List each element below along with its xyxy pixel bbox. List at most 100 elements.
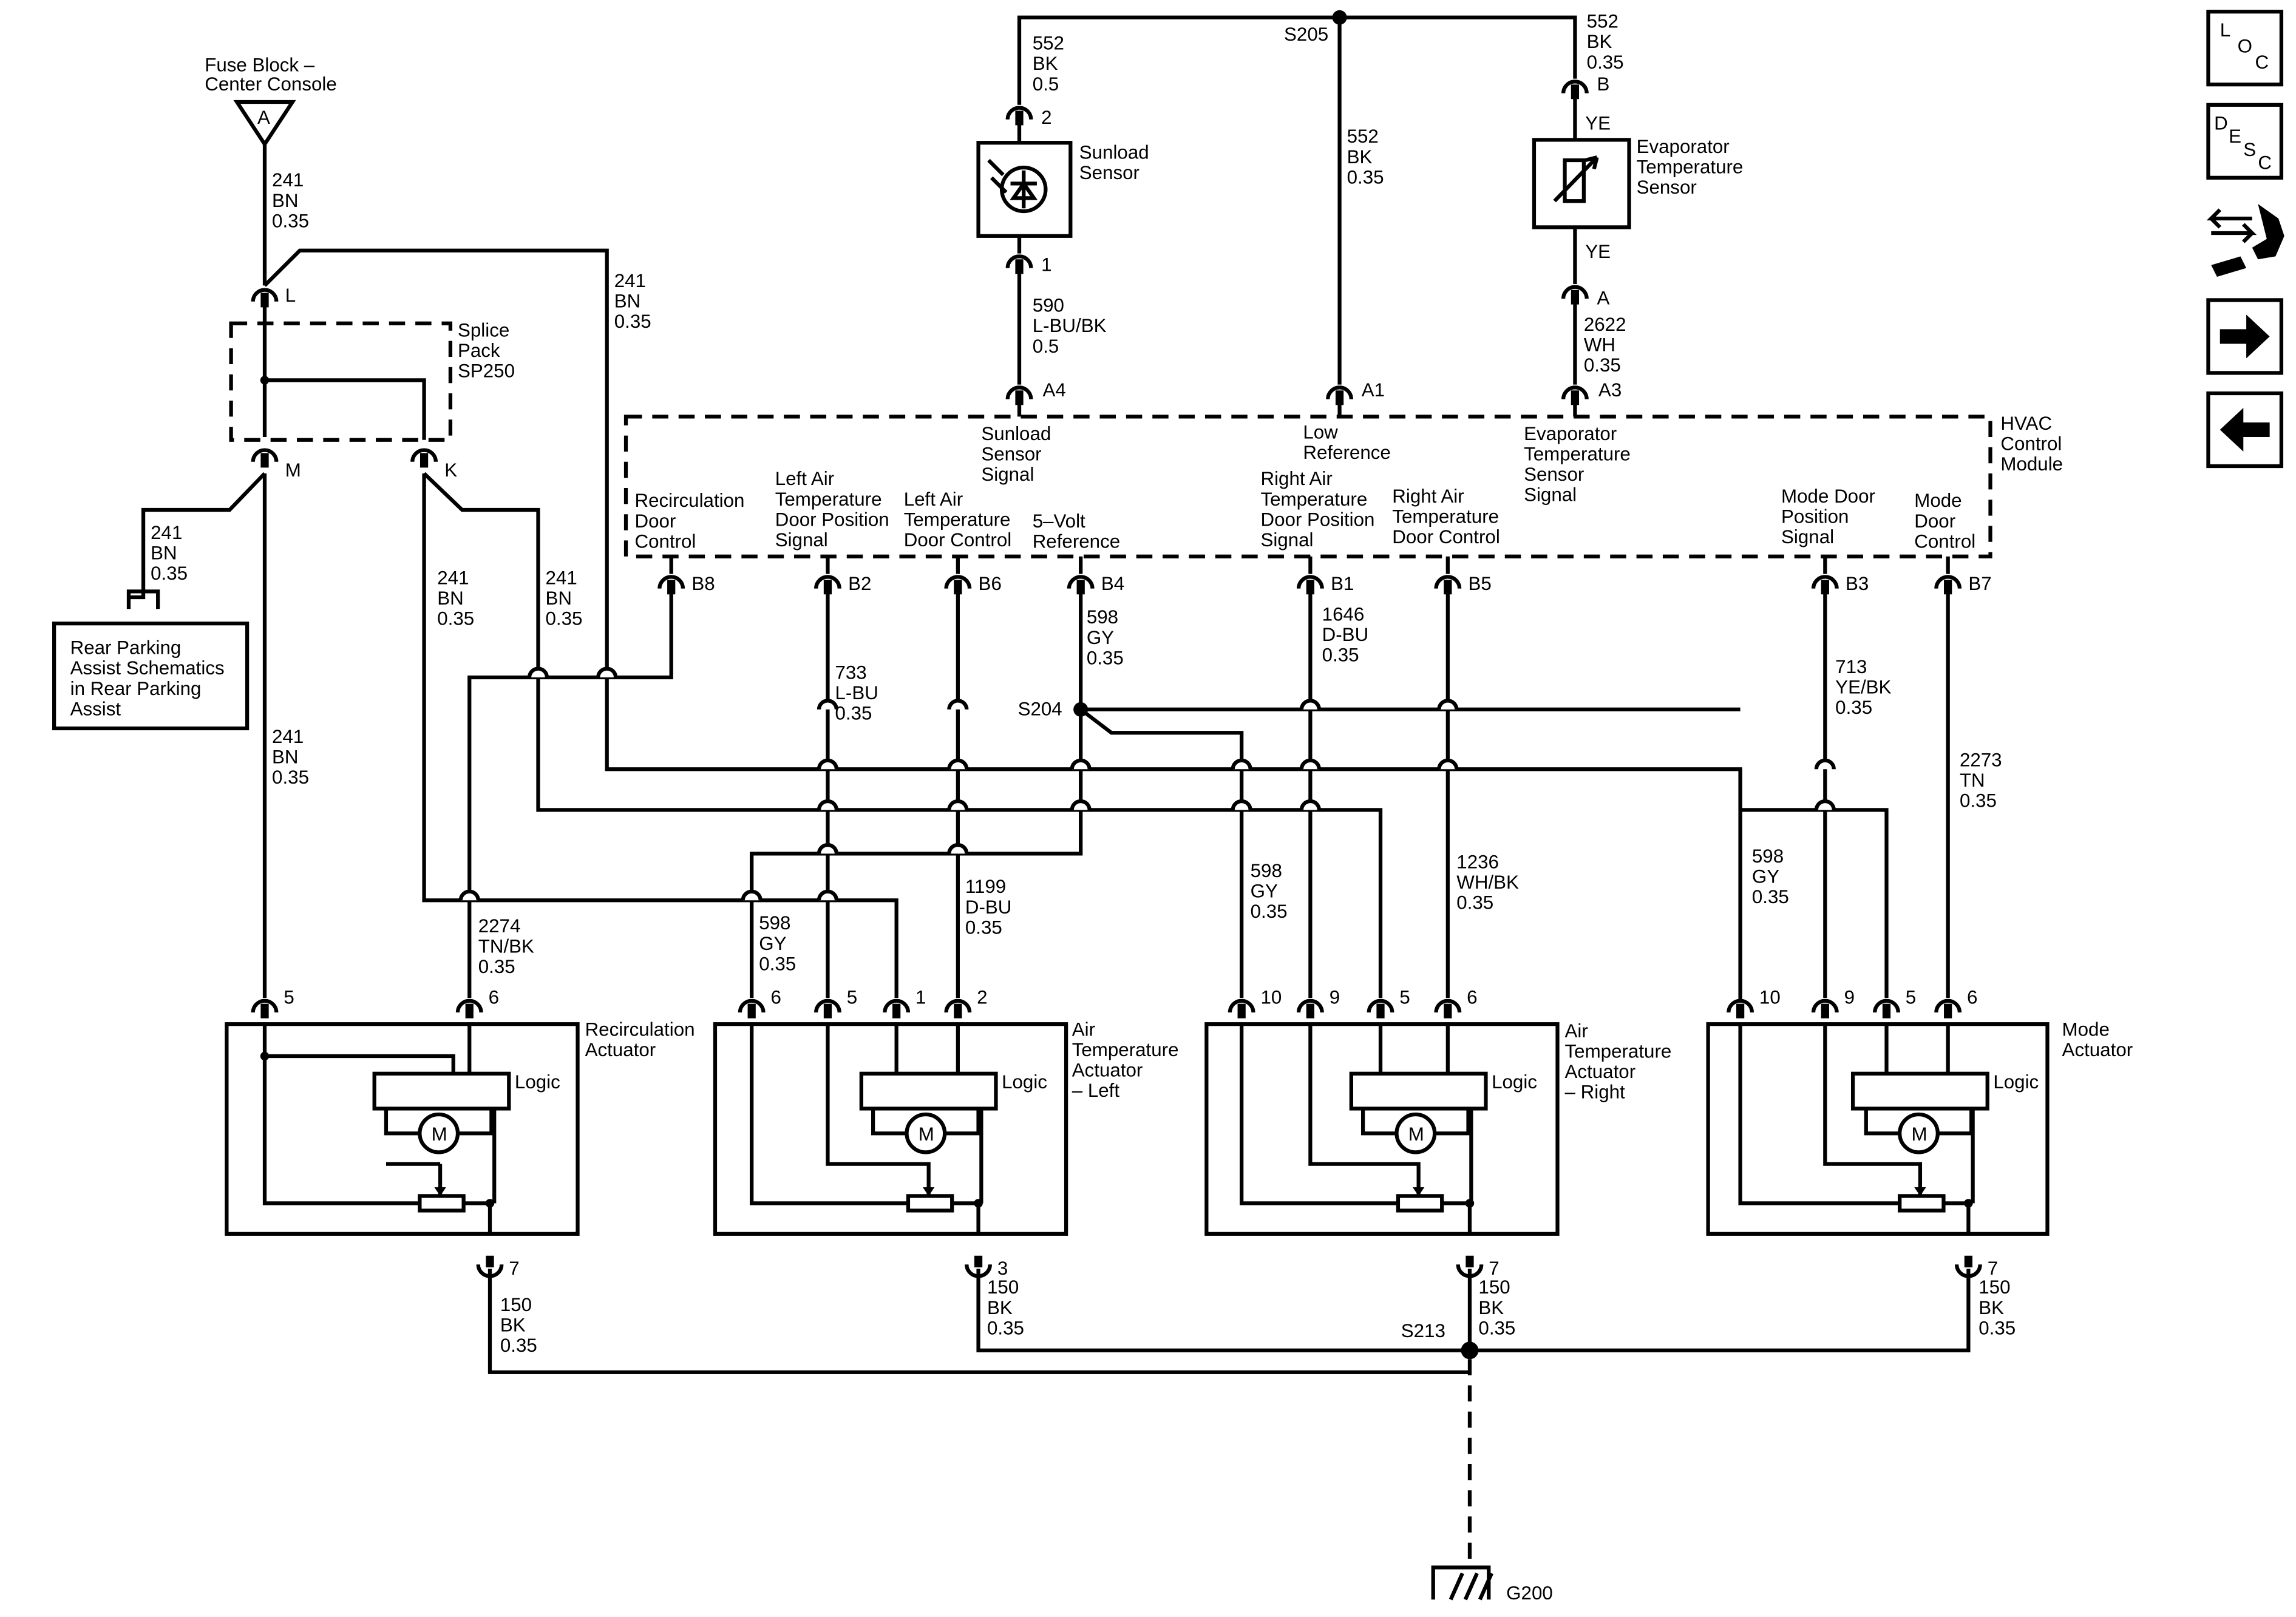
connector-tool-icon[interactable] (2206, 204, 2284, 277)
b6-label-1: Left Air (904, 489, 963, 510)
desc-letter-s: S (2243, 139, 2256, 160)
b3-label-3: Signal (1781, 526, 1834, 547)
rear-parking-box (52, 622, 250, 731)
connector-cap-24 (1228, 998, 1255, 1013)
loc-button[interactable]: L O C (2206, 10, 2284, 87)
actuator-0-pin-1: 6 (489, 987, 499, 1008)
hvac-control-module-box (623, 415, 1992, 558)
hvac-pin-a4: A4 (1043, 379, 1066, 401)
ground-conn-cap-2 (1456, 1264, 1484, 1278)
connector-k-label: K (444, 459, 457, 481)
wire-241-k-to-right-a (423, 472, 1383, 998)
wire-733-color: L-BU (835, 682, 878, 703)
connector-tool-button[interactable] (2206, 204, 2284, 277)
loc-letter-o: O (2238, 35, 2252, 56)
wire-598d-num: 598 (1752, 846, 1784, 867)
wiper-arrow-2 (1413, 1187, 1425, 1196)
internal-feed-wire-0 (265, 1054, 455, 1074)
loc-icon[interactable] (2206, 10, 2284, 87)
internal-ground-wire-2 (1442, 1108, 1473, 1234)
wire-2622-size: 0.35 (1584, 354, 1621, 376)
wire-2273-color: TN (1960, 770, 1985, 791)
wire-1199-color: D-BU (965, 897, 1012, 918)
wire-552-top (1017, 15, 1577, 105)
rear-parking-line-4[interactable]: Assist (70, 698, 121, 719)
left-arrow-glyph (2220, 408, 2270, 452)
evap-thermistor-arrow (1553, 155, 1599, 203)
wiper-arrow-0 (434, 1187, 446, 1196)
a4-label-2: Sensor (981, 443, 1041, 464)
previous-page-button[interactable] (2206, 391, 2284, 469)
actuator-2-pin-2: 5 (1399, 987, 1410, 1008)
splice-pack-bus (265, 378, 426, 440)
previous-arrow-icon[interactable] (2206, 391, 2284, 469)
fuse-block-symbol (233, 100, 296, 148)
wire-590-size: 0.5 (1033, 336, 1059, 357)
ground-g200-label: G200 (1506, 1582, 1553, 1604)
hvac-pin-b3: B3 (1846, 573, 1869, 594)
ground-wire-1-color: BK (500, 1315, 526, 1336)
evap-sensor-box (1532, 138, 1631, 229)
wire-590-color: L-BU/BK (1033, 315, 1107, 336)
right-actuator-title-2: Temperature (1565, 1040, 1672, 1062)
actuator-3-pin-1: 9 (1844, 987, 1855, 1008)
actuator-box-0 (225, 1022, 580, 1236)
rear-parking-line-1[interactable]: Rear Parking (70, 637, 182, 659)
internal-ref-wire-0 (262, 1024, 420, 1205)
connector-m-label: M (285, 459, 301, 481)
b1-label-2: Temperature (1260, 489, 1367, 510)
wire-2622-color: WH (1584, 334, 1615, 355)
b6-label-2: Temperature (904, 509, 1011, 530)
connector-glyphs (251, 80, 1982, 1278)
splice-s213 (1461, 1341, 1479, 1360)
actuator-1-pin-0: 6 (770, 987, 781, 1008)
motor-leads-1 (871, 1108, 980, 1136)
hvac-pin-a1: A1 (1362, 379, 1385, 401)
splice-pack-sp250 (229, 321, 453, 442)
wire-241d-num: 241 (437, 567, 469, 588)
desc-icon[interactable] (2206, 103, 2284, 180)
actuator-2-pin-0: 10 (1260, 987, 1282, 1008)
rear-parking-line-2[interactable]: Assist Schematics (70, 657, 225, 679)
ground-wire-4-num: 150 (1978, 1276, 2010, 1298)
b7-label-2: Door (1914, 510, 1955, 532)
evap-title-2: Temperature (1637, 157, 1744, 178)
ground-wire-recirc (487, 1269, 1470, 1374)
next-page-button[interactable] (2206, 298, 2284, 375)
desc-button[interactable]: D E S C (2206, 103, 2284, 180)
b8-label-1: Recirculation (634, 490, 744, 511)
wire-713-num: 713 (1835, 656, 1867, 677)
connector-cap-17 (1934, 575, 1962, 589)
sunload-sensor-box (976, 141, 1073, 238)
connector-cap-14 (1296, 575, 1324, 589)
right-actuator-title-3: Actuator (1565, 1061, 1636, 1082)
loc-letter-c: C (2255, 52, 2269, 73)
connector-cap-13 (1067, 575, 1095, 589)
internal-pos-wire-2 (1308, 1024, 1421, 1196)
actuator-logic-box-1 (859, 1071, 998, 1111)
actuator-1-pin-1: 5 (847, 987, 857, 1008)
ground-wire-4-color: BK (1978, 1297, 2004, 1318)
wire-241e-color: BN (546, 588, 572, 609)
rear-parking-line-3[interactable]: in Rear Parking (70, 678, 202, 699)
motor-leads-2 (1360, 1108, 1470, 1136)
ground-conn-cap-1 (965, 1264, 992, 1278)
evap-wire-ye-bottom: YE (1585, 241, 1611, 262)
evap-thermistor (1563, 158, 1586, 203)
a3-label-4: Signal (1524, 484, 1577, 506)
b1-label-1: Right Air (1260, 468, 1332, 489)
splice-pack-label-2: Pack (458, 340, 500, 361)
wire-1199-num: 1199 (965, 876, 1006, 897)
actuator-0-pin-0: 5 (284, 987, 294, 1008)
splice-pack-label-1: Splice (458, 319, 509, 341)
next-arrow-icon[interactable] (2206, 298, 2284, 375)
b5-label-3: Door Control (1392, 526, 1500, 547)
wire-241c-size: 0.35 (151, 563, 188, 584)
wire-598a-num: 598 (1087, 606, 1118, 628)
wire-598-to-right (1079, 708, 1244, 998)
b3-label-2: Position (1781, 506, 1849, 527)
right-actuator-title-4: – Right (1565, 1082, 1626, 1103)
wire-2622-num: 2622 (1584, 314, 1626, 335)
wire-241-k-to-left-b (422, 473, 898, 998)
actuator-logic-label-3: Logic (1993, 1071, 2039, 1093)
